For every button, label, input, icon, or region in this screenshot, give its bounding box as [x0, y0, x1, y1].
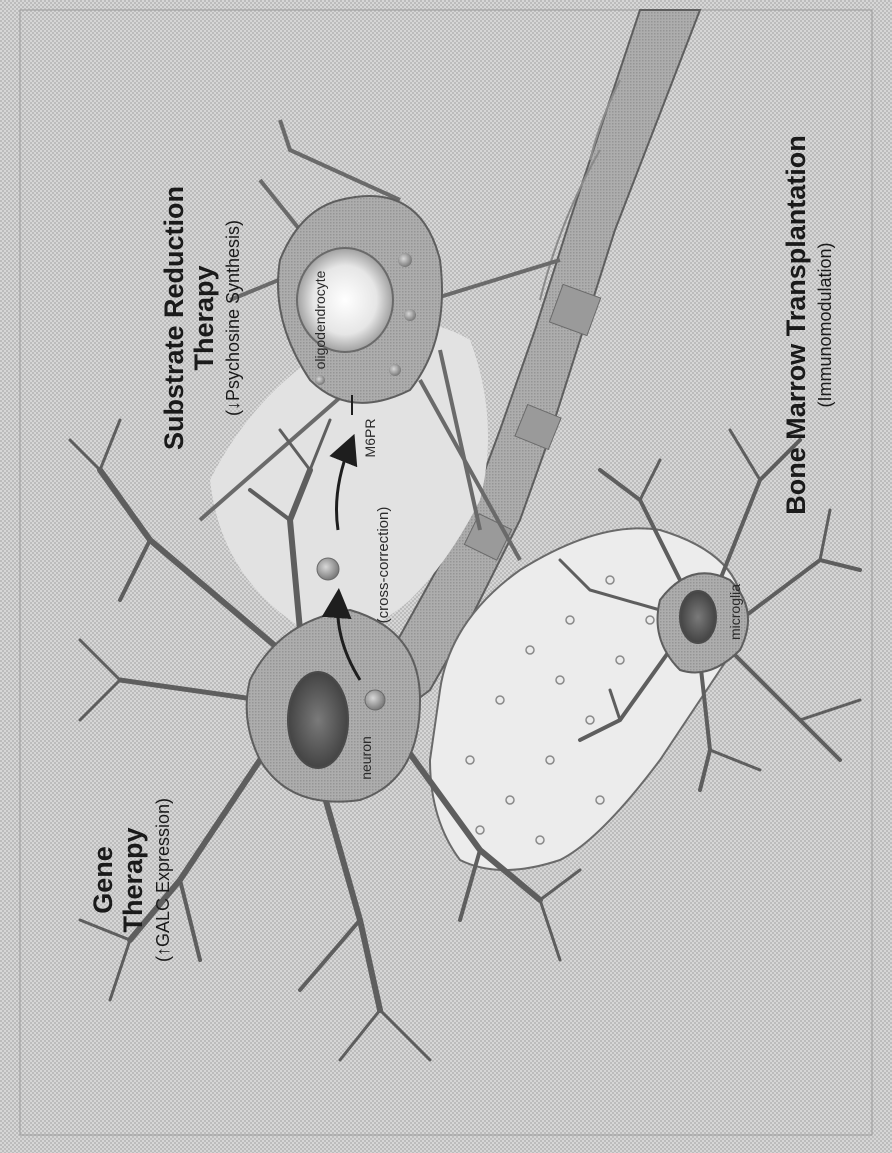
substrate-reduction-title-line2: Therapy — [189, 265, 219, 370]
vesicle — [365, 690, 385, 710]
cross-correction-label: (cross-correction) — [375, 507, 392, 624]
vesicle — [389, 364, 401, 376]
substrate-reduction-title-line1: Substrate Reduction — [159, 186, 189, 450]
vesicle — [315, 375, 325, 385]
m6pr-label: M6PR — [362, 419, 378, 458]
vesicle — [404, 309, 416, 321]
substrate-reduction-subtitle: (↓Psychosine Synthesis) — [223, 220, 243, 416]
secreted-enzyme-vesicle — [317, 558, 339, 580]
gene-therapy-title-line1: Gene — [88, 846, 118, 914]
neuron-label: neuron — [358, 736, 374, 780]
oligodendrocyte-label: oligodendrocyte — [312, 270, 328, 369]
microglia-nucleus — [680, 591, 716, 643]
gene-therapy-subtitle: (↑GALC Expression) — [153, 798, 173, 962]
neuron-nucleus — [288, 672, 348, 768]
bone-marrow-title: Bone Marrow Transplantation — [781, 135, 811, 515]
vesicle — [398, 253, 412, 267]
microglia-label: microglia — [727, 584, 743, 640]
gene-therapy-title-line2: Therapy — [118, 827, 148, 932]
bone-marrow-subtitle: (Immunomodulation) — [815, 242, 835, 407]
